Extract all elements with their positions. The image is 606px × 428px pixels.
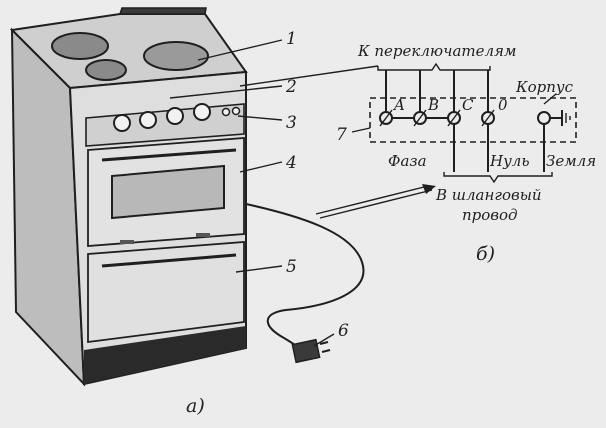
label-terminal-c: C [462,96,474,114]
burner-large-left [51,32,109,60]
hose-brace [443,172,553,184]
ground-symbol-icon [550,110,571,126]
label-terminal-a: A [392,96,405,114]
switches-brace [377,62,491,71]
terminal-block-outline [369,97,577,143]
stove-drawing [9,7,248,387]
label-phase: Фаза [388,152,427,170]
label-part-3: 3 [286,113,297,133]
label-hose-wire-2: провод [462,206,518,224]
stove-plinth [84,326,246,384]
burner-small [85,59,127,81]
hinge [120,240,134,244]
oven-door-handle [101,148,237,162]
label-part-6: 6 [338,321,349,341]
subfigure-a-caption: а) [186,395,205,417]
label-hose-wire-1: В шланговый [435,186,542,204]
terminal-ground [537,111,551,125]
label-part-2: 2 [285,77,297,97]
indicator-lamp [221,107,231,117]
control-knob [193,103,211,121]
terminal-block-diagram [315,62,577,219]
label-neutral: Нуль [489,152,530,170]
storage-drawer [87,241,245,344]
control-knob [166,107,184,125]
drawer-handle [101,253,237,268]
arrow-head [422,184,436,194]
label-part-1: 1 [286,29,297,49]
label-to-switches: К переключателям [357,42,516,60]
leader-lines [169,39,379,347]
power-cord [245,203,365,353]
stove-back-strip [118,7,207,15]
hinge [196,233,210,237]
plug-icon [291,338,331,364]
burner-large-right [143,41,209,71]
label-ground: Земля [546,152,596,170]
indicator-lamp [231,106,241,116]
label-terminal-0: 0 [498,96,508,114]
label-terminal-b: B [427,96,439,114]
oven-window [111,164,225,220]
control-knob [139,111,157,129]
subfigure-b-caption: б) [476,243,495,265]
label-part-7: 7 [336,125,347,145]
control-knob [113,114,131,132]
label-part-5: 5 [286,257,297,277]
label-part-4: 4 [285,153,297,173]
label-housing: Корпус [515,78,574,96]
